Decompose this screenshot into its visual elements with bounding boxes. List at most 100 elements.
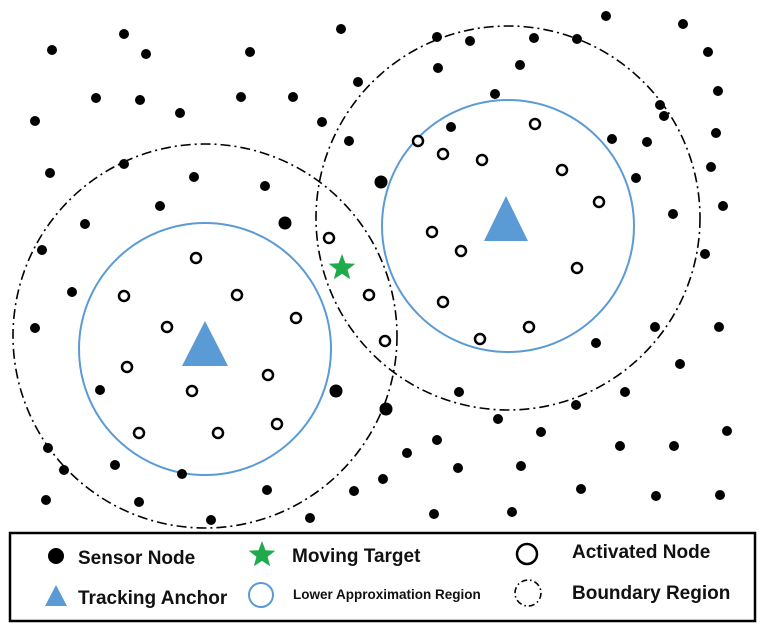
sensor-node [429,509,439,519]
activated-node [528,117,542,131]
activated-nodes [117,117,606,440]
sensor-node [465,36,475,46]
legend-sensor-node: Sensor Node [78,548,195,569]
legend-activated-node: Activated Node [572,542,710,563]
activated-node [454,244,468,258]
activated-node [522,320,536,334]
activated-node [117,289,131,303]
sensor-node [601,11,611,21]
sensor-nodes [30,11,732,525]
sensor-node [655,100,665,110]
sensor-node [678,19,688,29]
activated-node [189,251,203,265]
lower-approximation-region-left [78,222,332,476]
sensor-node [454,387,464,397]
moving-target-star [328,254,356,280]
sensor-node [650,322,660,332]
sensor-node [432,435,442,445]
sensor-node [446,122,456,132]
sensor-node [453,463,463,473]
sensor-node [329,384,343,398]
hollow-circle-icon [515,542,539,566]
legend-tracking-anchor: Tracking Anchor [78,588,228,609]
sensor-node [245,47,255,57]
sensor-node [336,24,346,34]
sensor-node [536,427,546,437]
sensor-node [576,484,586,494]
sensor-node [591,338,601,348]
sensor-node [110,460,120,470]
sensor-node [353,77,363,87]
sensor-node [278,216,292,230]
sensor-node [432,32,442,42]
sensor-node [30,323,40,333]
sensor-node [713,86,723,96]
activated-node [473,332,487,346]
sensor-node [236,92,246,102]
sensor-node [344,136,354,146]
sensor-node [119,159,129,169]
activated-node [411,134,425,148]
activated-node [570,261,584,275]
sensor-node [402,448,412,458]
sensor-node [651,491,661,501]
sensor-node [80,219,90,229]
sensor-node [305,513,315,523]
sensor-node [572,34,582,44]
activated-node [425,225,439,239]
legend-moving-target: Moving Target [292,546,421,567]
sensor-node [507,507,517,517]
activated-node [322,231,336,245]
sensor-node [711,128,721,138]
sensor-node [493,414,503,424]
activated-node [475,153,489,167]
activated-node [211,426,225,440]
activated-node [289,311,303,325]
sensor-node [714,322,724,332]
sensor-node [722,426,732,436]
activated-node [592,195,606,209]
activated-node [378,334,392,348]
filled-circle-icon [48,548,64,564]
sensor-node [134,497,144,507]
activated-node [185,384,199,398]
sensor-node [675,359,685,369]
sensor-node [516,461,526,471]
activated-node [270,417,284,431]
sensor-node [189,172,199,182]
sensor-node [141,49,151,59]
sensor-node [715,490,725,500]
sensor-node [659,111,669,121]
sensor-node [37,245,47,255]
tracking-anchors [182,196,528,366]
sensor-node [135,95,145,105]
sensor-node [95,385,105,395]
sensor-node [620,387,630,397]
activated-node [436,295,450,309]
activated-node [555,163,569,177]
sensor-node [490,89,500,99]
sensor-node [155,201,165,211]
sensor-node [529,33,539,43]
legend-box [8,531,757,623]
activated-node [120,360,134,374]
sensor-node [607,134,617,144]
sensor-node [718,201,728,211]
sensor-node [30,116,40,126]
activated-node [436,147,450,161]
sensor-node [433,63,443,73]
sensor-node [67,287,77,297]
sensor-node [700,249,710,259]
sensor-node [631,173,641,183]
activated-node [230,288,244,302]
sensor-node [317,117,327,127]
activated-node [160,320,174,334]
sensor-node [378,474,388,484]
lower-approximation-region-right [381,99,635,353]
sensor-node [177,469,187,479]
legend: Sensor Node Moving Target Activated Node… [8,531,757,623]
sensor-node [615,441,625,451]
tracking-anchor-right [484,196,528,241]
sensor-node [260,181,270,191]
